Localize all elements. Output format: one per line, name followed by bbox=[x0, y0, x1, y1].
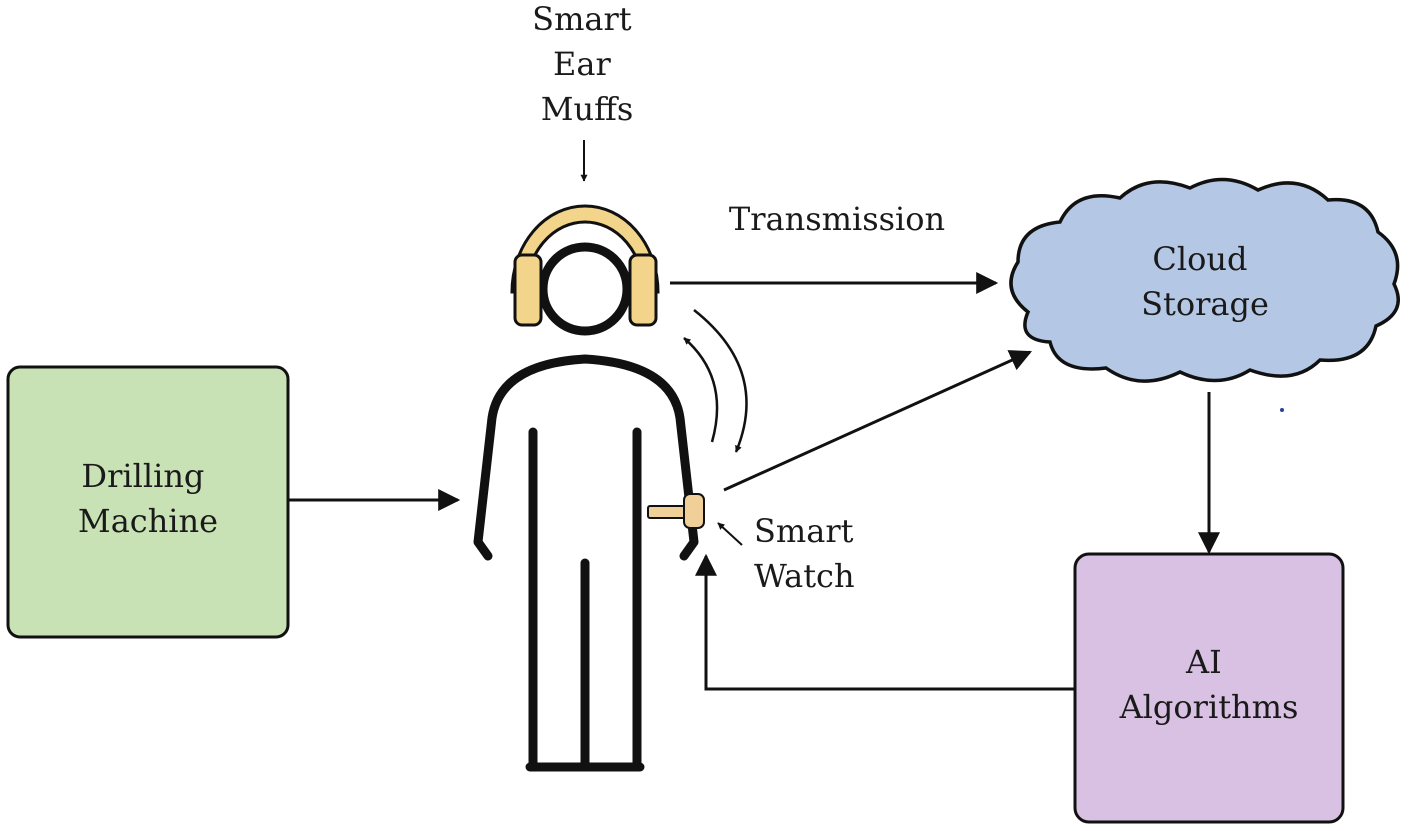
ai-algorithms-label: AI Algorithms bbox=[1119, 643, 1299, 726]
drilling-machine-label: Drilling Machine bbox=[78, 457, 218, 540]
drilling-machine-node: Drilling Machine bbox=[6, 365, 290, 639]
headphones-icon bbox=[510, 204, 660, 327]
watch-face bbox=[683, 493, 705, 529]
arrow-smart-watch-pointer bbox=[717, 522, 743, 546]
stray-dot bbox=[1280, 408, 1284, 412]
transmission-label: Transmission bbox=[729, 200, 945, 238]
headphones-band bbox=[510, 204, 660, 294]
smart-watch-icon bbox=[647, 493, 705, 529]
arrow-headphones-to-watch bbox=[693, 309, 748, 453]
drilling-machine-box bbox=[6, 365, 290, 639]
smart-ear-muffs-label: Smart Ear Muffs bbox=[532, 0, 642, 128]
smart-watch-label: Smart Watch bbox=[754, 512, 864, 595]
headphones-left-cup bbox=[513, 253, 543, 327]
cloud-storage-label: Cloud Storage bbox=[1141, 240, 1269, 323]
cloud-storage-node: Cloud Storage bbox=[1009, 177, 1400, 383]
person-body-outline bbox=[473, 354, 699, 561]
person-figure bbox=[473, 354, 699, 772]
ai-algorithms-node: AI Algorithms bbox=[1073, 552, 1345, 824]
cloud-shape bbox=[1009, 177, 1400, 383]
person-head bbox=[538, 242, 632, 336]
arrow-watch-to-cloud bbox=[723, 350, 1033, 492]
headphones-right-cup bbox=[628, 253, 658, 327]
arrow-ai-to-watch bbox=[695, 553, 1075, 691]
arrow-watch-to-headphones bbox=[683, 337, 719, 443]
